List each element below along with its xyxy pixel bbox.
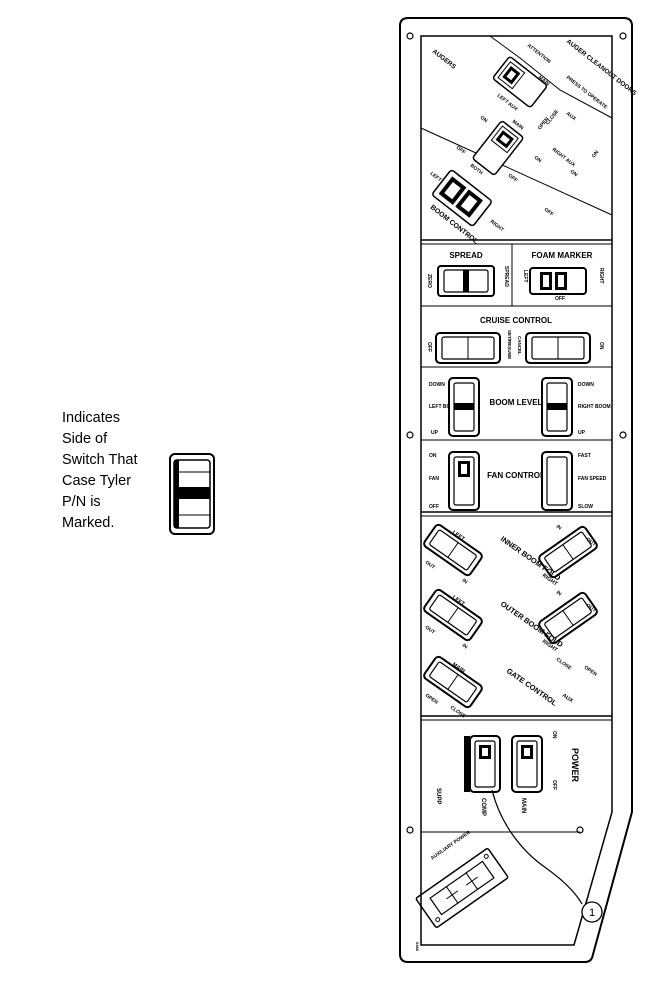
legend-line: Case Tyler (62, 473, 132, 489)
power-comp-label: COMP (480, 798, 486, 816)
close-label: CLOSE (545, 108, 561, 126)
legend-line: Side of (62, 431, 108, 447)
right-boom-label: RIGHT BOOM (578, 404, 611, 410)
augers-label: AUGERS (431, 48, 458, 71)
foam-right-label: RIGHT (598, 268, 604, 284)
gate-close-left-label: CLOSE (449, 705, 467, 720)
foam-left-label: LEFT (522, 270, 528, 283)
cruise-off-label: OFF (426, 342, 432, 352)
power-title: POWER (570, 748, 580, 783)
foam-marker-title: FOAM MARKER (532, 251, 593, 260)
legend-switch-icon (169, 453, 215, 535)
spread-title: SPREAD (449, 251, 483, 260)
fan-fast-label: FAST (578, 453, 591, 459)
off-main-label: OFF (507, 173, 519, 184)
inner-in-right-label: IN (555, 524, 563, 532)
outer-out-left-label: OUT (424, 625, 436, 636)
cruise-set-resume-label: SET/RESUME (507, 330, 512, 359)
attention-label: ATTENTION (526, 43, 552, 65)
gate-close-right-label: CLOSE (555, 657, 573, 672)
gate-control-title: GATE CONTROL (505, 666, 559, 708)
inner-out-left-label: OUT (424, 560, 436, 571)
spread-right-label: SPREAD (503, 266, 509, 287)
boom-left-up-label: UP (431, 430, 439, 436)
power-main-label: MAIN (520, 798, 526, 813)
boom-level-title: BOOM LEVEL (490, 398, 543, 407)
outer-out-right-label: OUT (585, 603, 597, 614)
legend-text: Indicates Side of Switch That Case Tyler… (62, 408, 172, 534)
fan-control-title: FAN CONTROL (487, 471, 545, 480)
outer-in-right-label: IN (555, 590, 563, 598)
on-right-label: ON (569, 169, 579, 179)
auger-warning-note: PRESS TO OPERATE (565, 75, 609, 111)
callout-circle (581, 901, 603, 923)
on-right-vertical-label: ON (591, 149, 601, 159)
cruise-cancel-label: CANCEL (517, 336, 522, 355)
callout-leader-line (491, 789, 583, 905)
power-supp-label: SUPP (435, 788, 441, 804)
foam-off-label: OFF (555, 296, 565, 302)
right-aux-label: RIGHT AUX (551, 147, 577, 169)
legend-line: Switch That (62, 452, 138, 468)
gate-aux-label: AUX (561, 693, 574, 705)
gate-open-left-label: OPEN (424, 693, 439, 706)
fan-label: FAN (429, 476, 439, 482)
boom-right-down-label: DOWN (578, 382, 594, 388)
boom-right-up-label: UP (578, 430, 586, 436)
cruise-on-label: ON (598, 342, 604, 350)
aux-label: AUX (565, 111, 578, 123)
off-right-label: OFF (543, 207, 555, 218)
legend-line: P/N is (62, 494, 101, 510)
legend-line: Marked. (62, 515, 115, 531)
inner-in-left-label: IN (461, 578, 469, 586)
spread-zero-label: ZERO (426, 274, 432, 288)
fan-speed-label: FAN SPEED (578, 476, 607, 482)
right-label: RIGHT (489, 219, 505, 233)
on-left-label: ON (479, 115, 489, 125)
gate-open-right-label: OPEN (583, 665, 598, 678)
left-label: LEFT (429, 171, 443, 183)
fan-on-label: ON (429, 453, 437, 459)
auger-title: AUGER CLEANOUT DOORS (565, 38, 638, 98)
power-on-label: ON (551, 731, 557, 739)
outer-in-left-label: IN (461, 643, 469, 651)
auxiliary-power-label: AUXILIARY POWER (430, 830, 472, 862)
left-boom-label: LEFT BOOM (429, 404, 458, 410)
off-mid-label: OFF (455, 145, 467, 156)
panel-code-label: 0468 (415, 942, 420, 952)
fan-slow-label: SLOW (578, 504, 593, 510)
on-mid-label: ON (533, 155, 543, 165)
power-off-label: OFF (551, 780, 557, 790)
inner-out-right-label: OUT (585, 537, 597, 548)
callout-number: 1 (589, 907, 595, 919)
cruise-control-title: CRUISE CONTROL (480, 316, 552, 325)
boom-left-down-label: DOWN (429, 382, 445, 388)
fan-off-label: OFF (429, 504, 439, 510)
legend-line: Indicates (62, 410, 121, 426)
